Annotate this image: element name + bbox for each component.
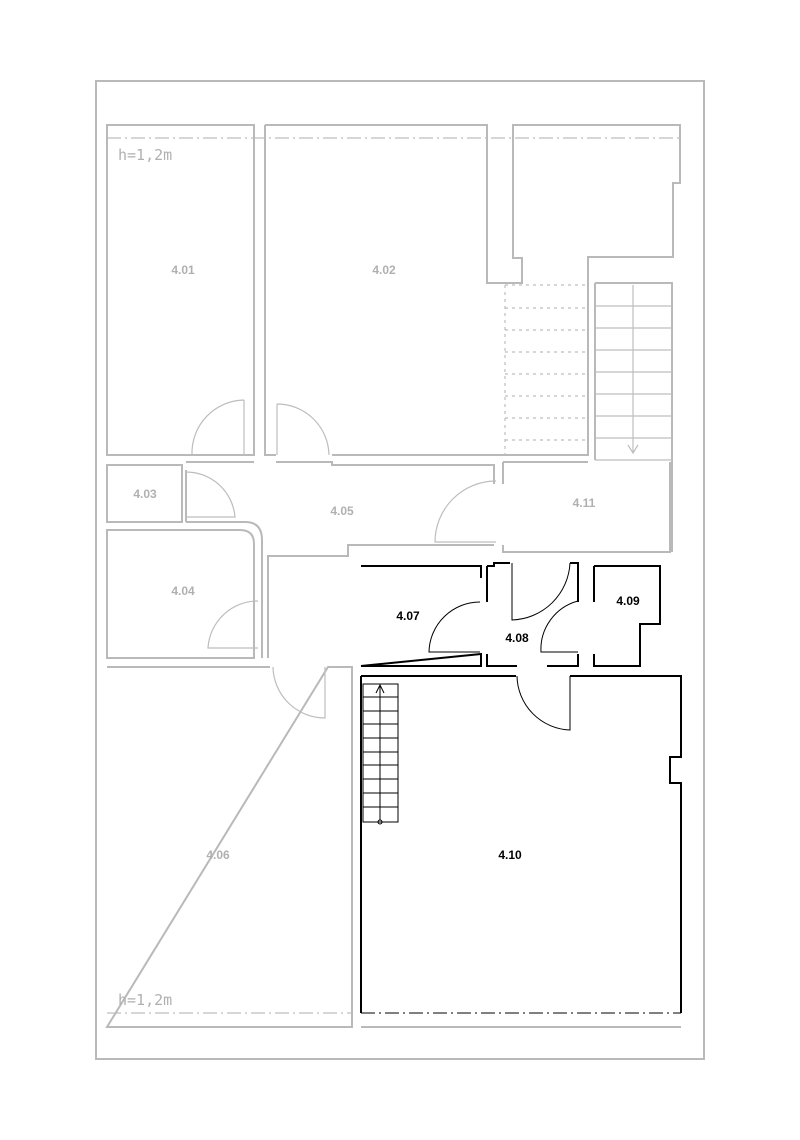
room-label-4-01: 4.01 [171,263,195,277]
sheet-frame [95,80,705,1060]
room-4-05-walls [185,461,495,658]
grey-doors [185,399,497,719]
staircase-down [594,282,673,552]
room-label-4-06: 4.06 [206,848,230,862]
room-4-06-walls [105,666,681,1028]
room-4-02-walls [264,124,681,456]
room-label-4-04: 4.04 [171,584,195,598]
staircase-up [362,683,399,825]
dotted-stairs [504,284,588,455]
room-label-4-05: 4.05 [330,504,354,518]
room-4-08-walls [486,562,579,667]
height-note-bottom: h=1,2m [118,991,172,1009]
room-4-03-walls [106,464,183,523]
room-label-4-09: 4.09 [616,594,640,608]
room-4-04-walls [106,529,255,659]
room-label-4-10: 4.10 [498,848,522,862]
height-note-top: h=1,2m [118,146,172,164]
room-4-07-walls [360,565,482,667]
room-label-4-07: 4.07 [396,609,420,623]
room-4-09-walls [593,565,661,667]
room-4-10-walls [360,675,682,1013]
room-label-4-02: 4.02 [372,263,396,277]
room-label-4-11: 4.11 [573,496,596,510]
room-label-4-08: 4.08 [505,631,529,645]
room-label-4-03: 4.03 [133,487,157,501]
room-4-11-walls [502,461,671,553]
room-4-01-walls [106,124,255,456]
